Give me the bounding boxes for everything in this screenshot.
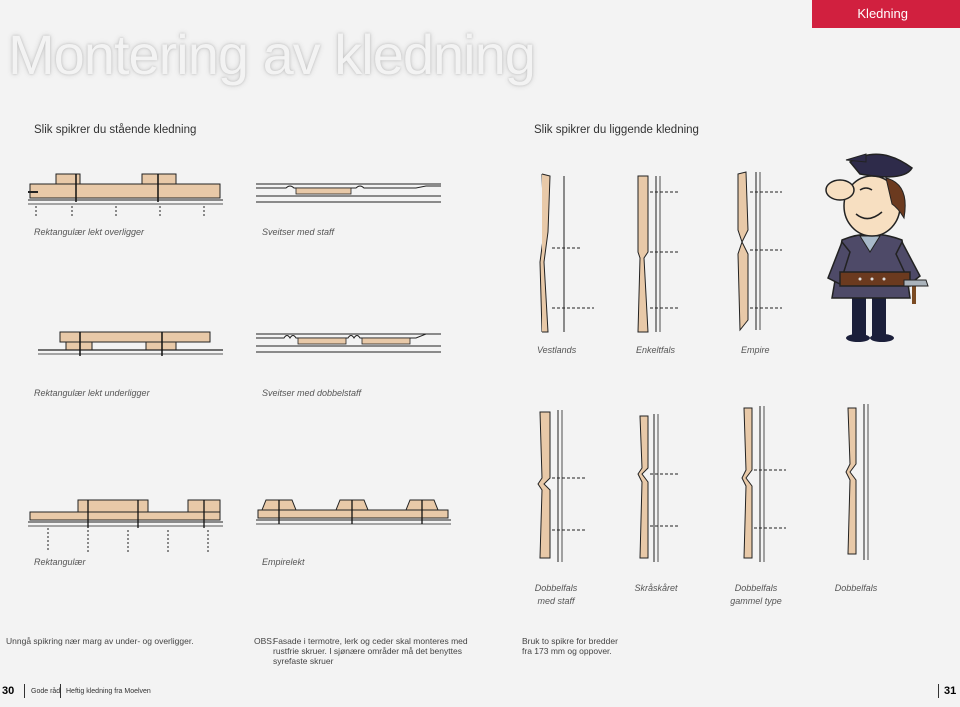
- caption-skraaskaaret: Skråskåret: [634, 583, 678, 593]
- footer-publication: Heftig kledning fra Moelven: [66, 688, 151, 695]
- diagram-empirelekt: [256, 499, 451, 525]
- diagram-rect-overligger: [28, 173, 223, 216]
- caption-dobbelfals: Dobbelfals: [834, 583, 878, 593]
- diagram-empire: [737, 171, 782, 332]
- obs-label: OBS:: [254, 636, 275, 646]
- diagram-sveitser-dobbelstaff: [256, 333, 441, 353]
- footer-divider: [24, 684, 25, 698]
- caption-empire: Empire: [741, 345, 770, 355]
- footer-divider: [60, 684, 61, 698]
- standing-heading: Slik spikrer du stående kledning: [34, 124, 197, 136]
- diagram-dobbelfals-staff: [537, 410, 586, 562]
- carpenter-mascot-icon: [825, 153, 929, 342]
- caption-rect-underligger: Rektangulær lekt underligger: [34, 388, 150, 398]
- caption-empirelekt: Empirelekt: [262, 557, 305, 567]
- caption-dobbelfals-staff: Dobbelfals med staff: [534, 583, 578, 606]
- footer-divider: [938, 684, 939, 698]
- diagram-enkeltfals: [637, 175, 680, 333]
- diagram-skraaskaaret: [637, 414, 678, 562]
- caption-sveitser-dobbelstaff: Sveitser med dobbelstaff: [262, 388, 362, 398]
- caption-vestlands: Vestlands: [537, 345, 577, 355]
- lying-heading: Slik spikrer du liggende kledning: [534, 124, 699, 136]
- section-tag: Kledning: [812, 0, 960, 28]
- footer-section: Gode råd: [31, 688, 61, 695]
- diagram-dobbelfals-gammel: [741, 406, 786, 562]
- page-number-left: 30: [2, 685, 15, 697]
- obs-note: Fasade i termotre, lerk og ceder skal mo…: [273, 636, 468, 666]
- note-margin: Unngå spikring nær marg av under- og ove…: [6, 636, 194, 646]
- note-two-nails: Bruk to spikre for bredder fra 173 mm og…: [522, 636, 618, 656]
- caption-enkeltfals: Enkeltfals: [636, 345, 676, 355]
- diagram-sveitser-staff: [256, 183, 441, 203]
- caption-sveitser-staff: Sveitser med staff: [262, 227, 335, 237]
- caption-rect-overligger: Rektangulær lekt overligger: [34, 227, 145, 237]
- diagram-vestlands: [539, 173, 594, 333]
- diagram-rektangulaer: [28, 499, 223, 552]
- caption-dobbelfals-gammel: Dobbelfals gammel type: [730, 583, 782, 606]
- caption-rektangulaer: Rektangulær: [34, 557, 86, 567]
- page-title: Montering av kledning: [8, 23, 536, 86]
- diagram-rect-underligger: [38, 331, 223, 356]
- page-number-right: 31: [944, 685, 957, 697]
- diagram-dobbelfals: [845, 404, 869, 560]
